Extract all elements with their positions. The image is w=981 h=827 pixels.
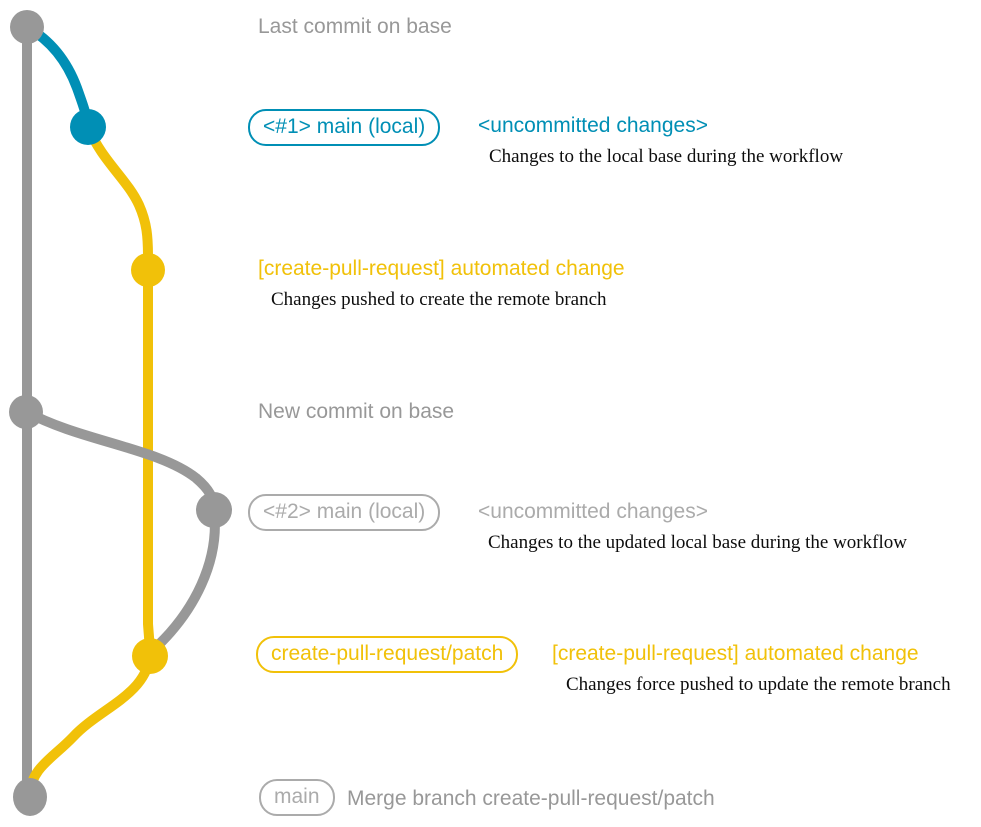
event-title-uncommitted-changes-2: <uncommitted changes> [478, 500, 708, 523]
patch-merge-line [25, 655, 155, 795]
event-desc-automated-change-2: Changes force pushed to update the remot… [566, 674, 951, 695]
git-graph [9, 10, 232, 816]
commit-dot-automated-change-1 [131, 253, 165, 287]
force-push-merge-line [148, 509, 220, 655]
commit-dot-automated-change-2 [132, 638, 168, 674]
event-desc-automated-change-1: Changes pushed to create the remote bran… [271, 289, 607, 310]
note-last-commit-on-base: Last commit on base [258, 15, 452, 38]
commit-dot-uncommitted-changes-2 [196, 492, 232, 528]
branch-label-create-pull-request-patch: create-pull-request/patch [256, 636, 519, 673]
branch-label-main-local-1: <#1> main (local) [248, 109, 441, 146]
commit-dot-last-commit-on-base [10, 10, 44, 44]
event-title-merge-commit: Merge branch create-pull-request/patch [347, 787, 715, 810]
main-local-2-branch-out-line [24, 407, 219, 511]
event-desc-uncommitted-changes-2: Changes to the updated local base during… [488, 532, 907, 553]
event-desc-uncommitted-changes-1: Changes to the local base during the wor… [489, 146, 844, 167]
commit-dot-merge-commit [13, 778, 47, 816]
event-title-automated-change-2: [create-pull-request] automated change [552, 642, 919, 665]
note-new-commit-on-base: New commit on base [258, 400, 455, 423]
commit-dot-uncommitted-changes-1 [70, 109, 106, 145]
branch-label-main-local-2: <#2> main (local) [248, 494, 441, 531]
event-title-automated-change-1: [create-pull-request] automated change [258, 257, 625, 280]
event-title-uncommitted-changes-1: <uncommitted changes> [478, 114, 708, 137]
patch-branch-line [83, 125, 155, 657]
commit-dot-new-commit-on-base [9, 395, 43, 429]
branch-label-main: main [259, 779, 335, 816]
